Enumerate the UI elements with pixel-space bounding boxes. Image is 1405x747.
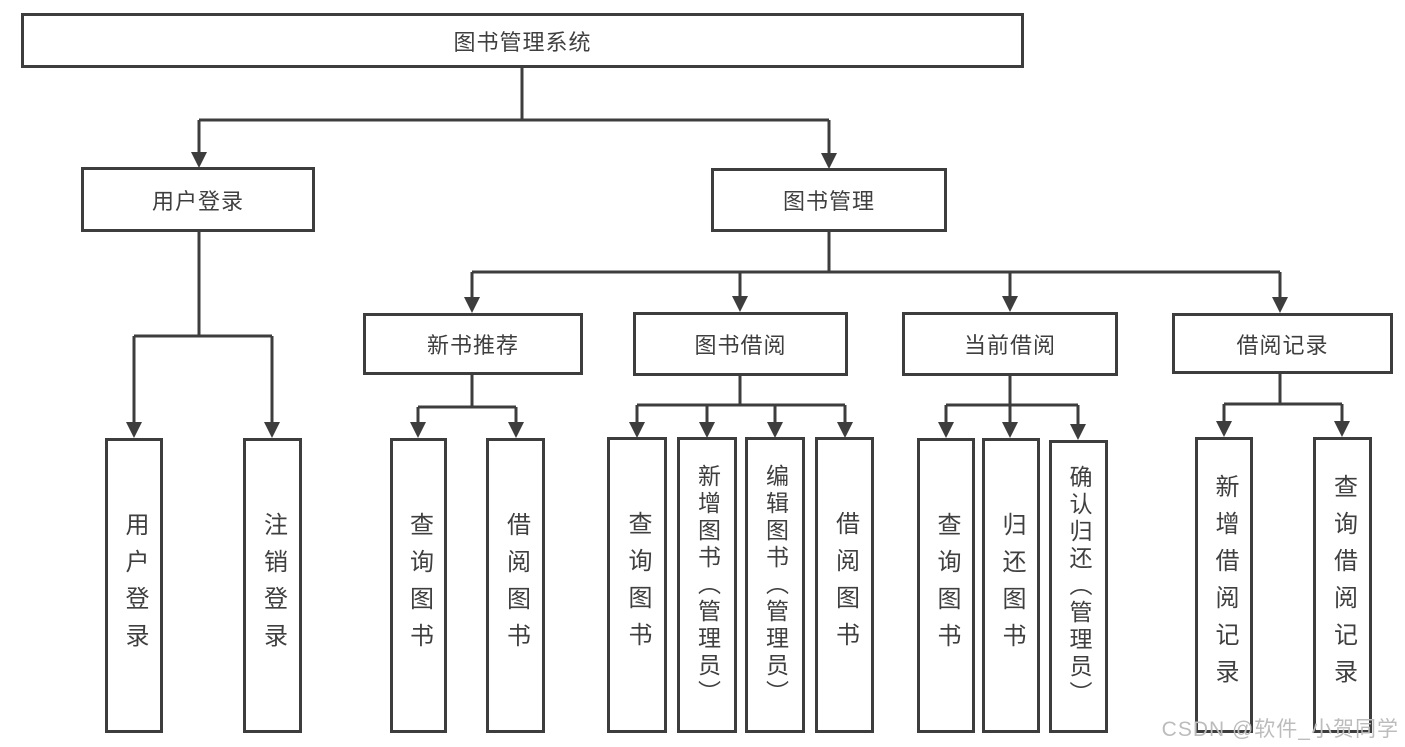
- leaf-query-borrow-record-label: 查询借阅记录: [1329, 474, 1357, 696]
- node-new-book-rec-label: 新书推荐: [426, 333, 519, 358]
- connector-current-borrow-children: [938, 376, 1086, 440]
- leaf-add-borrow-record-label: 新增借阅记录: [1211, 474, 1238, 696]
- leaf-confirm-return-admin-label: 确认归还（管理员）: [1066, 465, 1092, 708]
- node-book-mgmt: 图书管理: [711, 168, 947, 232]
- connector-book-mgmt-children: [464, 232, 1288, 313]
- connector-book-borrow-children: [629, 376, 853, 438]
- leaf-logout-label: 注销登录: [259, 511, 287, 660]
- arrowhead: [1272, 297, 1288, 313]
- arrowhead: [1002, 422, 1018, 438]
- arrowhead: [191, 152, 207, 168]
- arrowhead: [508, 422, 524, 438]
- leaf-return-book-label: 归还图书: [998, 511, 1025, 660]
- arrowhead: [264, 422, 280, 438]
- connector-borrow-record-children: [1216, 374, 1350, 437]
- node-current-borrow: 当前借阅: [902, 312, 1118, 376]
- arrowhead: [699, 422, 715, 438]
- leaf-user-login: 用户登录: [105, 438, 163, 733]
- node-user-login: 用户登录: [81, 167, 315, 232]
- node-book-borrow-label: 图书借阅: [694, 333, 787, 358]
- leaf-add-book-admin: 新增图书（管理员）: [677, 437, 737, 733]
- arrowhead: [410, 422, 426, 438]
- leaf-query-book-2-label: 查询图书: [624, 511, 651, 659]
- arrowhead: [464, 297, 480, 313]
- arrowhead: [126, 422, 142, 438]
- leaf-borrow-book-1-label: 借阅图书: [502, 511, 530, 660]
- leaf-edit-book-admin-label: 编辑图书（管理员）: [762, 463, 789, 707]
- leaf-borrow-book-1: 借阅图书: [486, 438, 545, 733]
- node-book-mgmt-label: 图书管理: [782, 189, 875, 214]
- leaf-query-borrow-record: 查询借阅记录: [1313, 437, 1372, 733]
- connector-new-book-children: [410, 375, 524, 438]
- arrowhead: [821, 153, 837, 169]
- arrowhead: [1216, 421, 1232, 437]
- leaf-confirm-return-admin: 确认归还（管理员）: [1049, 440, 1108, 733]
- leaf-user-login-label: 用户登录: [121, 511, 148, 660]
- leaf-borrow-book-2: 借阅图书: [815, 437, 874, 733]
- leaf-logout: 注销登录: [243, 438, 302, 733]
- connector-user-login-children: [126, 232, 280, 438]
- node-current-borrow-label: 当前借阅: [963, 333, 1056, 358]
- arrowhead: [629, 422, 645, 438]
- node-borrow-record: 借阅记录: [1172, 313, 1393, 374]
- node-root-label: 图书管理系统: [453, 29, 592, 55]
- arrowhead: [732, 296, 748, 312]
- arrowhead: [1070, 424, 1086, 440]
- node-book-borrow: 图书借阅: [633, 312, 848, 376]
- leaf-query-book-1: 查询图书: [390, 438, 447, 733]
- leaf-query-book-3-label: 查询图书: [933, 511, 960, 660]
- leaf-add-book-admin-label: 新增图书（管理员）: [694, 463, 721, 707]
- leaf-query-book-3: 查询图书: [917, 438, 975, 733]
- node-user-login-label: 用户登录: [151, 188, 244, 214]
- node-new-book-rec: 新书推荐: [363, 313, 583, 375]
- node-borrow-record-label: 借阅记录: [1236, 332, 1329, 358]
- arrowhead: [938, 422, 954, 438]
- arrowhead: [837, 422, 853, 438]
- leaf-query-book-2: 查询图书: [607, 437, 667, 733]
- arrowhead: [1334, 421, 1350, 437]
- leaf-edit-book-admin: 编辑图书（管理员）: [745, 437, 805, 733]
- leaf-borrow-book-2-label: 借阅图书: [831, 511, 859, 659]
- csdn-watermark: CSDN @软件_小贺同学: [1161, 718, 1399, 741]
- leaf-query-book-1-label: 查询图书: [405, 511, 433, 660]
- leaf-return-book: 归还图书: [982, 438, 1040, 733]
- connector-root-to-level2: [191, 66, 837, 169]
- node-root: 图书管理系统: [21, 13, 1024, 68]
- arrowhead: [767, 422, 783, 438]
- leaf-add-borrow-record: 新增借阅记录: [1195, 437, 1253, 733]
- arrowhead: [1002, 296, 1018, 312]
